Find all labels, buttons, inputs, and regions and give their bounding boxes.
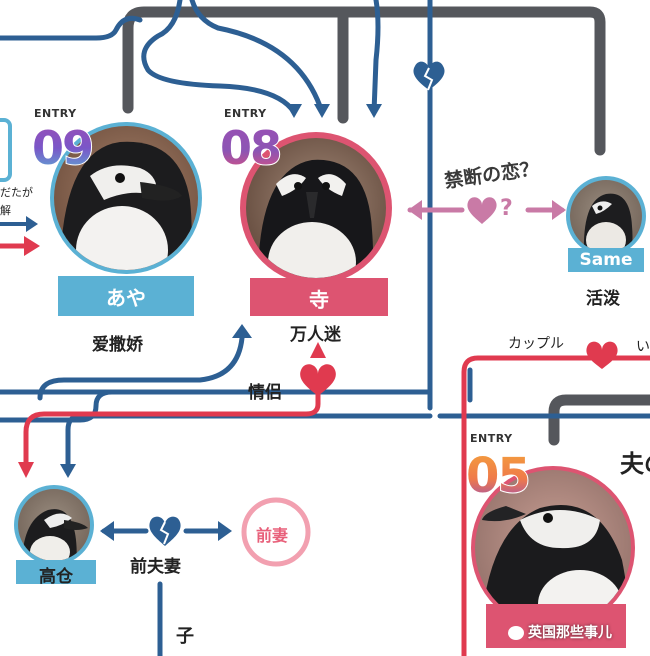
red-connector-lines: [0, 243, 650, 656]
broken-heart-crack-ex: [159, 521, 170, 545]
trait-same: 活泼: [586, 289, 620, 309]
penguin-card-same[interactable]: [566, 176, 646, 272]
watermark-icon: [508, 626, 524, 640]
right-snippet: い: [636, 339, 650, 355]
name-tag-takakura: 高仓: [39, 567, 73, 587]
heart-icon-lovers: [300, 364, 336, 396]
heart-icon-forbidden: [467, 197, 497, 224]
penguin-card-05[interactable]: [470, 466, 640, 648]
name-tag-aya: あや: [106, 286, 146, 310]
ex-wife-label: 前妻: [256, 526, 289, 545]
broken-heart-icon: [413, 61, 445, 90]
trait-aya: 爱撒娇: [92, 335, 143, 355]
watermark-text: 英国那些事儿: [528, 625, 612, 641]
partial-card-left: [0, 118, 12, 182]
trait-tera: 万人迷: [290, 325, 341, 345]
broken-heart-crack: [423, 67, 434, 91]
left-snippet-2: 解: [0, 204, 11, 217]
heart-icon-couple: [586, 341, 618, 369]
penguin-card-09[interactable]: [50, 120, 210, 316]
ex-wife-badge[interactable]: [241, 497, 311, 567]
forbidden-love-arrowheads: [408, 200, 566, 220]
question-mark: ?: [500, 196, 513, 221]
entry-number-05: 05: [466, 448, 529, 504]
husband-partial-label: 夫の: [620, 450, 650, 478]
red-arrowheads: [18, 236, 326, 478]
left-arrowhead: [26, 216, 38, 232]
watermark: 英国那些事儿: [508, 622, 612, 642]
entry-number-08: 08: [220, 121, 280, 175]
child-label: 子: [176, 626, 194, 647]
couple-label: カップル: [508, 336, 564, 352]
entry-label-08: ENTRY: [224, 107, 267, 120]
ex-spouses-label: 前夫妻: [130, 557, 181, 577]
entry-label-09: ENTRY: [34, 107, 77, 120]
name-tag-same: Same: [579, 250, 633, 270]
left-snippet-1: だたが: [0, 186, 33, 199]
ex-spouse-arrowheads: [100, 521, 232, 541]
penguin-card-08[interactable]: [240, 130, 400, 316]
lovers-label: 情侣: [248, 383, 282, 403]
penguin-card-takakura[interactable]: [14, 485, 96, 584]
name-tag-tera: 寺: [309, 288, 329, 312]
entry-label-05: ENTRY: [470, 432, 513, 445]
gray-connector-lines: [122, 6, 650, 446]
blue-arrowheads: [60, 104, 382, 478]
entry-number-09: 09: [32, 121, 92, 175]
